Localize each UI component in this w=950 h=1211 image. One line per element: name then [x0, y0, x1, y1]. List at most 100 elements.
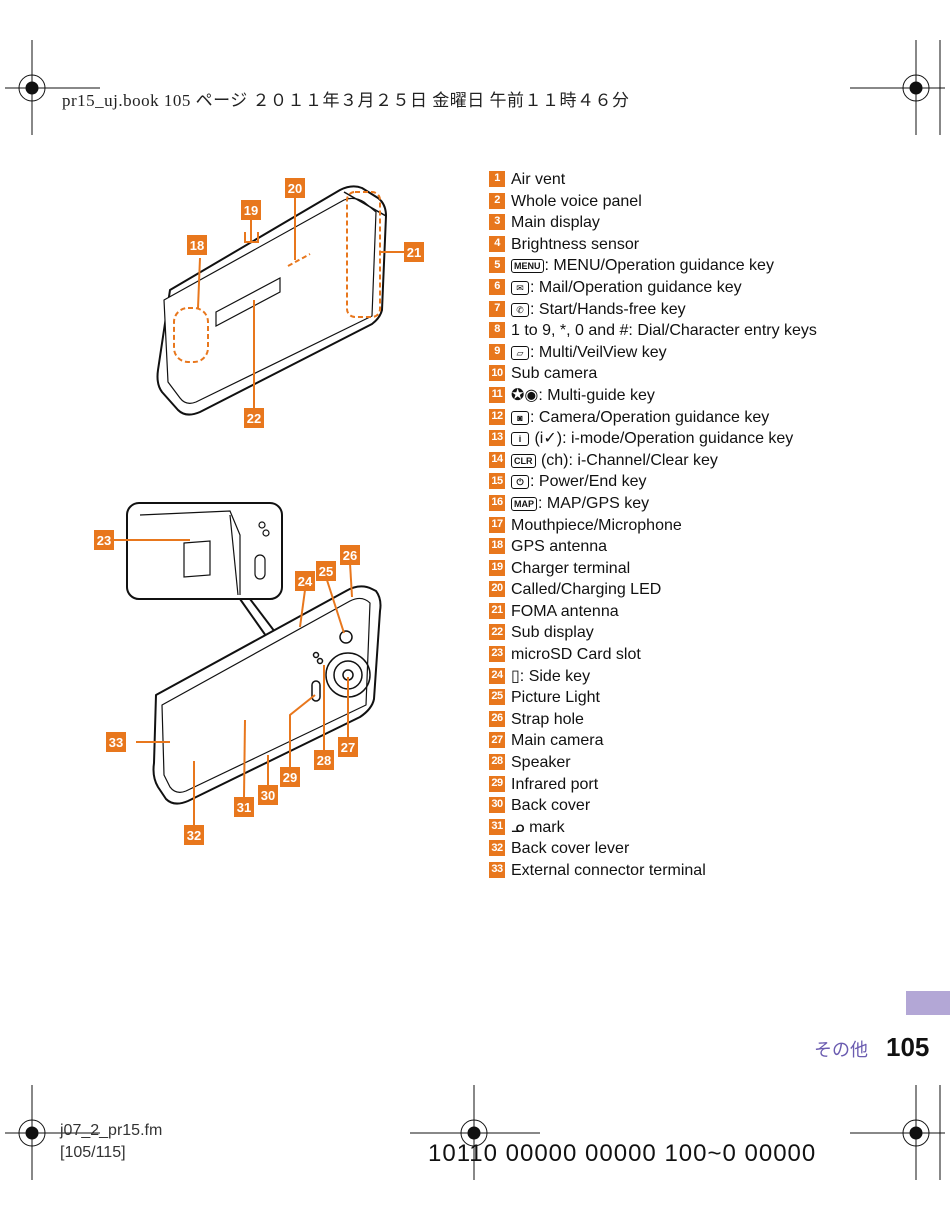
- legend-number: 1: [489, 171, 505, 187]
- legend-label: (ch): i-Channel/Clear key: [536, 451, 718, 469]
- legend-text: Back cover lever: [511, 838, 909, 860]
- legend-label: Sub camera: [511, 365, 598, 383]
- legend-label: microSD Card slot: [511, 646, 641, 664]
- legend-number: 30: [489, 797, 505, 814]
- callout-21: 21: [404, 242, 424, 262]
- legend-number: 17: [489, 516, 505, 533]
- callout-27: 27: [338, 737, 358, 757]
- key-icon: ▱: [511, 345, 529, 360]
- svg-text:33: 33: [109, 735, 123, 750]
- legend-label: : Mail/Operation guidance key: [530, 278, 742, 296]
- legend-number: 33: [489, 862, 505, 878]
- svg-text:18: 18: [190, 238, 204, 253]
- legend-label: Back cover lever: [511, 840, 630, 858]
- footer-page-range: [105/115]: [60, 1144, 126, 1161]
- phone-front-diagram: 18 19 20 21 22: [156, 178, 424, 428]
- legend-text: i (i✓): i-mode/Operation guidance key: [511, 428, 909, 450]
- svg-text:20: 20: [288, 181, 302, 196]
- svg-text:22: 22: [247, 411, 261, 426]
- legend-number: 21: [489, 602, 505, 619]
- legend-text: ▱: Multi/VeilView key: [511, 342, 909, 364]
- legend-number: 29: [489, 775, 505, 792]
- legend-label: : Start/Hands-free key: [530, 300, 686, 318]
- svg-text:21: 21: [407, 245, 421, 260]
- legend-text: Main camera: [511, 730, 909, 752]
- legend-number: 31: [489, 818, 505, 835]
- print-header: pr15_uj.book 105 ページ ２０１１年３月２５日 金曜日 午前１１…: [62, 91, 630, 110]
- legend-text: Sub display: [511, 622, 909, 644]
- legend-text: CLR (ch): i-Channel/Clear key: [511, 450, 909, 472]
- parts-legend: 1 Air vent 2 Whole voice panel 3 Main display…: [489, 169, 909, 882]
- legend-label: Strap hole: [511, 710, 584, 728]
- callout-28: 28: [314, 750, 334, 770]
- legend-number: 22: [489, 624, 505, 641]
- legend-text: Main display: [511, 212, 909, 234]
- callout-31: 31: [234, 797, 254, 817]
- callout-18: 18: [187, 235, 207, 255]
- legend-text: ✆: Start/Hands-free key: [511, 299, 909, 321]
- legend-item: 29 Infrared port: [489, 774, 909, 796]
- legend-label: Infrared port: [511, 775, 599, 793]
- legend-text: Infrared port: [511, 774, 909, 796]
- legend-item: 12◙: Camera/Operation guidance key: [489, 407, 909, 429]
- legend-label: : MENU/Operation guidance key: [544, 257, 774, 275]
- legend-number: 32: [489, 840, 505, 857]
- legend-item: 24▯: Side key: [489, 666, 909, 688]
- svg-text:32: 32: [187, 828, 201, 843]
- legend-text: Sub camera: [511, 363, 909, 385]
- page-number: 105: [886, 1032, 930, 1062]
- legend-number: 3: [489, 214, 505, 231]
- legend-text: FOMA antenna: [511, 601, 909, 623]
- legend-label: GPS antenna: [511, 538, 608, 556]
- legend-number: 8: [489, 322, 505, 339]
- phone-back-diagram: 23 24 25 26 27 28 29 30 31 32 33: [94, 502, 382, 845]
- legend-label: : Multi/VeilView key: [530, 343, 667, 361]
- legend-text: Brightness sensor: [511, 234, 909, 256]
- legend-number: 6: [489, 278, 505, 295]
- legend-number: 27: [489, 732, 505, 749]
- legend-item: 21 FOMA antenna: [489, 601, 909, 623]
- legend-item: 3 Main display: [489, 212, 909, 234]
- svg-text:26: 26: [343, 548, 357, 563]
- legend-text: Whole voice panel: [511, 191, 909, 213]
- legend-item: 32 Back cover lever: [489, 838, 909, 860]
- key-icon: ◙: [511, 410, 529, 425]
- key-icon: CLR: [511, 453, 536, 468]
- svg-text:27: 27: [341, 740, 355, 755]
- callout-25: 25: [316, 561, 336, 581]
- key-icon: i: [511, 432, 529, 447]
- legend-number: 28: [489, 754, 505, 771]
- legend-number: 23: [489, 646, 505, 663]
- legend-label: Picture Light: [511, 689, 600, 707]
- legend-text: ✪◉: Multi-guide key: [511, 385, 909, 407]
- legend-text: Called/Charging LED: [511, 579, 909, 601]
- svg-text:29: 29: [283, 770, 297, 785]
- legend-item: 27 Main camera: [489, 730, 909, 752]
- legend-label: Charger terminal: [511, 559, 631, 577]
- legend-text: GPS antenna: [511, 536, 909, 558]
- callout-33: 33: [106, 732, 126, 752]
- legend-number: 4: [489, 235, 505, 252]
- legend-item: 7✆: Start/Hands-free key: [489, 299, 909, 321]
- callout-22: 22: [244, 408, 264, 428]
- legend-number: 15: [489, 473, 505, 490]
- legend-item: 1 Air vent: [489, 169, 909, 191]
- svg-text:31: 31: [237, 800, 251, 815]
- legend-label: FOMA antenna: [511, 602, 619, 620]
- legend-text: Air vent: [511, 169, 909, 191]
- legend-item: 6✉: Mail/Operation guidance key: [489, 277, 909, 299]
- callout-19: 19: [241, 200, 261, 220]
- key-icon: MENU: [511, 259, 544, 274]
- top-callouts: 18 19 20 21 22: [187, 178, 424, 428]
- legend-number: 2: [489, 192, 505, 209]
- legend-label: Brightness sensor: [511, 235, 640, 253]
